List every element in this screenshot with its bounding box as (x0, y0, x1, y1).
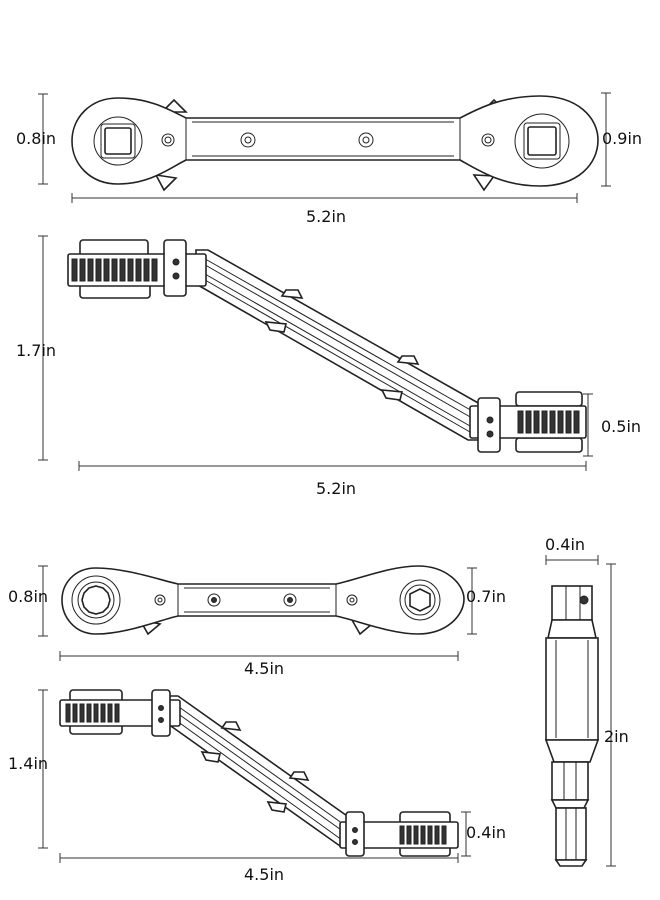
w2-height-label: 1.7in (16, 341, 56, 360)
w4-length-label: 4.5in (244, 865, 284, 884)
w3-height-left-label: 0.8in (8, 587, 48, 606)
hex-adapter (544, 585, 600, 867)
wrench-large-top-view (71, 95, 599, 192)
wrench-small-top-dimensions (38, 565, 477, 661)
w2-length-label: 5.2in (316, 479, 356, 498)
wrench-large-top-dimensions (38, 92, 611, 203)
w3-length-label: 4.5in (244, 659, 284, 678)
wrench-large-side-dimensions (38, 235, 593, 471)
hex-adapter-dimensions (545, 555, 616, 867)
w4-offset-label: 0.4in (466, 823, 506, 842)
adapter-length-label: 2in (604, 727, 629, 746)
left-ratchet-teeth (71, 258, 158, 282)
wrench-small-side-dimensions (38, 689, 471, 863)
w4-height-label: 1.4in (8, 754, 48, 773)
w2-offset-label: 0.5in (601, 417, 641, 436)
w1-length-label: 5.2in (306, 207, 346, 226)
small-left-ratchet-teeth (65, 703, 120, 723)
wrench-small-side-view (59, 689, 459, 857)
w3-height-right-label: 0.7in (466, 587, 506, 606)
wrench-large-side-view (67, 239, 587, 453)
w1-height-left-label: 0.8in (16, 129, 56, 148)
wrench-small-top-view (61, 565, 465, 636)
w1-height-right-label: 0.9in (602, 129, 642, 148)
right-ratchet-teeth (517, 410, 580, 434)
adapter-width-label: 0.4in (545, 535, 585, 554)
small-right-ratchet-teeth (399, 825, 447, 845)
